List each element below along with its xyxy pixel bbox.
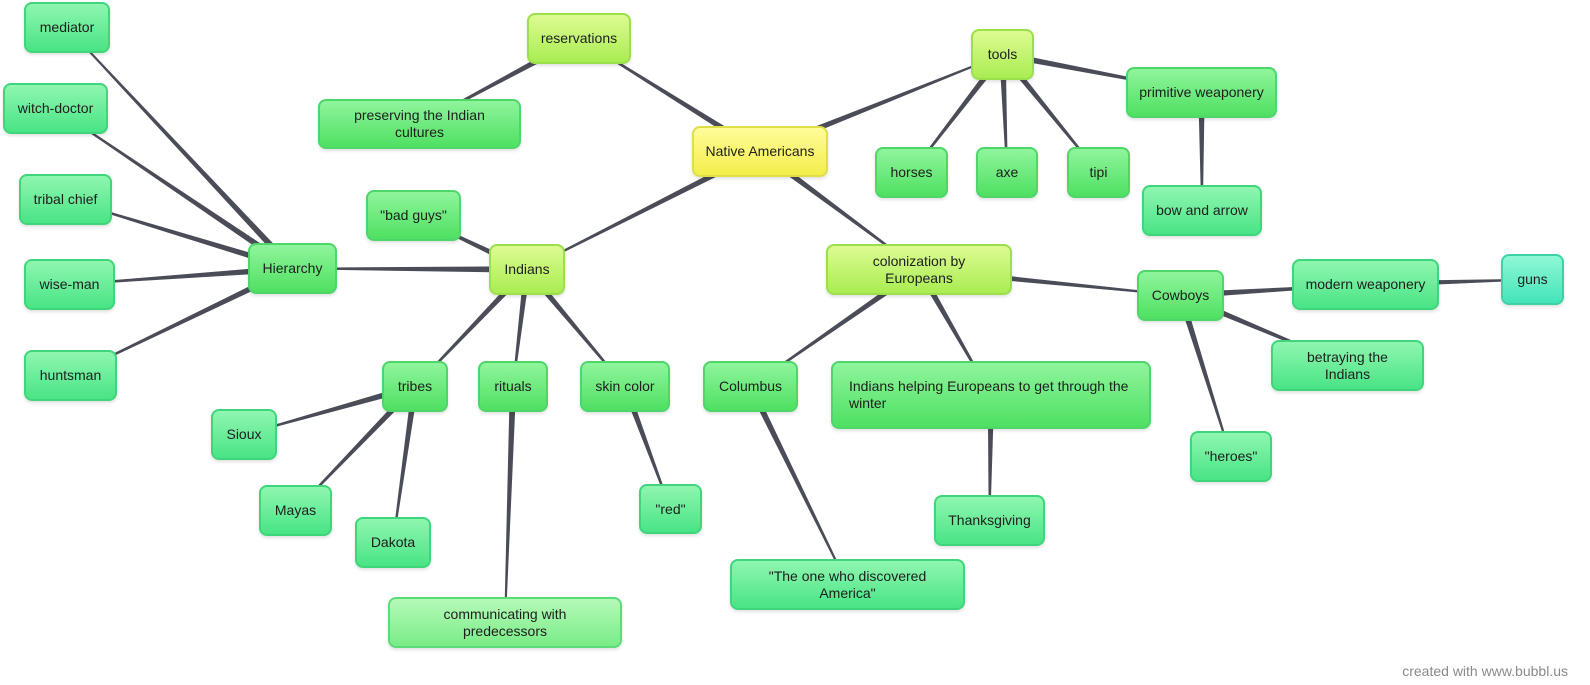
connector-tribes-dakota <box>392 386 419 543</box>
node-modern-weaponery[interactable]: modern weaponery <box>1292 259 1439 310</box>
node-guns[interactable]: guns <box>1501 254 1564 305</box>
connector-indians-hierarchy <box>292 266 528 273</box>
connector-tools-axe <box>999 54 1008 173</box>
node-communicating-with-predecessors[interactable]: communicating with predecessors <box>388 597 622 648</box>
node-indians-helping-europeans[interactable]: Indians helping Europeans to get through… <box>831 361 1151 429</box>
node-tipi[interactable]: tipi <box>1067 147 1130 198</box>
node-witch-doctor[interactable]: witch-doctor <box>3 83 108 134</box>
node-tribal-chief[interactable]: tribal chief <box>19 174 112 225</box>
node-native-americans[interactable]: Native Americans <box>692 126 828 177</box>
node-mayas[interactable]: Mayas <box>259 485 332 536</box>
connector-tools-horses <box>910 52 1006 173</box>
node-rituals[interactable]: rituals <box>478 361 548 412</box>
node-axe[interactable]: axe <box>976 147 1038 198</box>
node-thanksgiving[interactable]: Thanksgiving <box>934 495 1045 546</box>
node-bow-and-arrow[interactable]: bow and arrow <box>1142 185 1262 236</box>
node-sioux[interactable]: Sioux <box>211 409 277 460</box>
node-bad-guys[interactable]: "bad guys" <box>366 190 461 241</box>
connector-hierarchy-witch <box>55 107 295 272</box>
connector-indians-rituals <box>512 269 531 387</box>
connector-native-colonization <box>758 148 920 271</box>
node-betraying-the-indians[interactable]: betraying the Indians <box>1271 340 1424 391</box>
connector-hierarchy-chief <box>65 198 294 272</box>
node-hierarchy[interactable]: Hierarchy <box>248 243 337 294</box>
node-colonization-by-europeans[interactable]: colonization by Europeans <box>826 244 1012 295</box>
connector-native-reservations <box>578 37 762 155</box>
connector-tribes-mayas <box>294 384 418 512</box>
connector-indians-tribes <box>414 267 530 388</box>
connector-tools-tipi <box>1000 52 1100 174</box>
connector-columbus-discovered <box>747 385 849 585</box>
node-huntsman[interactable]: huntsman <box>24 350 117 401</box>
connector-skin-red <box>622 385 672 510</box>
node-discovered-america[interactable]: "The one who discovered America" <box>730 559 965 610</box>
node-mediator[interactable]: mediator <box>24 2 110 53</box>
connector-native-indians <box>526 148 762 271</box>
connector-rituals-communicating <box>504 386 517 623</box>
connector-hierarchy-mediator <box>66 26 295 271</box>
node-heroes[interactable]: "heroes" <box>1190 431 1272 482</box>
node-wise-man[interactable]: wise-man <box>24 259 115 310</box>
connector-hierarchy-wiseman <box>69 265 293 286</box>
connector-cowboys-heroes <box>1177 294 1232 457</box>
node-columbus[interactable]: Columbus <box>703 361 798 412</box>
node-tools[interactable]: tools <box>971 29 1034 80</box>
node-primitive-weaponery[interactable]: primitive weaponery <box>1126 67 1277 118</box>
connector-tribes-sioux <box>243 383 416 436</box>
node-reservations[interactable]: reservations <box>527 13 631 64</box>
connector-colonization-columbus <box>750 266 921 388</box>
node-horses[interactable]: horses <box>875 147 948 198</box>
node-tribes[interactable]: tribes <box>382 361 448 412</box>
node-preserving-cultures[interactable]: preserving the Indian cultures <box>318 99 521 149</box>
connector-primitive-bow <box>1198 92 1205 211</box>
node-skin-color[interactable]: skin color <box>580 361 670 412</box>
node-indians[interactable]: Indians <box>489 244 565 295</box>
connector-indians-skin <box>524 267 626 388</box>
node-cowboys[interactable]: Cowboys <box>1137 270 1224 321</box>
watermark-credit: created with www.bubbl.us <box>1402 663 1568 679</box>
node-red[interactable]: "red" <box>639 484 702 534</box>
node-dakota[interactable]: Dakota <box>355 517 431 568</box>
connector-hierarchy-huntsman <box>70 265 294 377</box>
